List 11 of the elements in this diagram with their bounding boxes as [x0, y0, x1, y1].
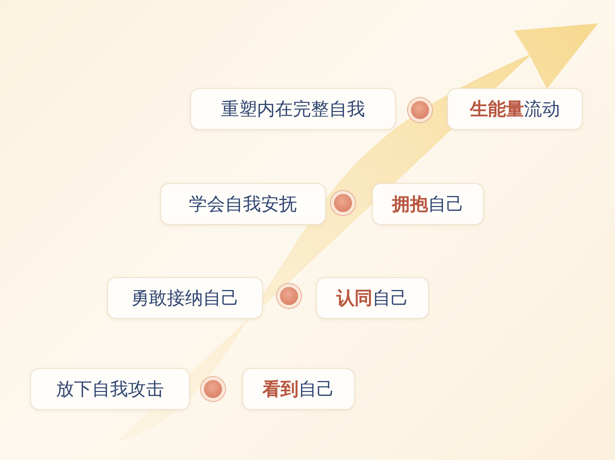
step-label: 放下自我攻击 [30, 368, 190, 410]
step-label: 认同自己 [316, 277, 429, 319]
milestone-dot [408, 98, 432, 122]
step-label: 重塑内在完整自我 [190, 88, 396, 130]
step-label: 学会自我安抚 [160, 183, 326, 225]
step-label: 勇敢接纳自己 [107, 277, 263, 319]
milestone-dot [277, 284, 301, 308]
milestone-dot [201, 377, 225, 401]
step-label: 生能量流动 [447, 88, 583, 130]
step-label: 拥抱自己 [372, 183, 484, 225]
step-label: 看到自己 [242, 368, 355, 410]
